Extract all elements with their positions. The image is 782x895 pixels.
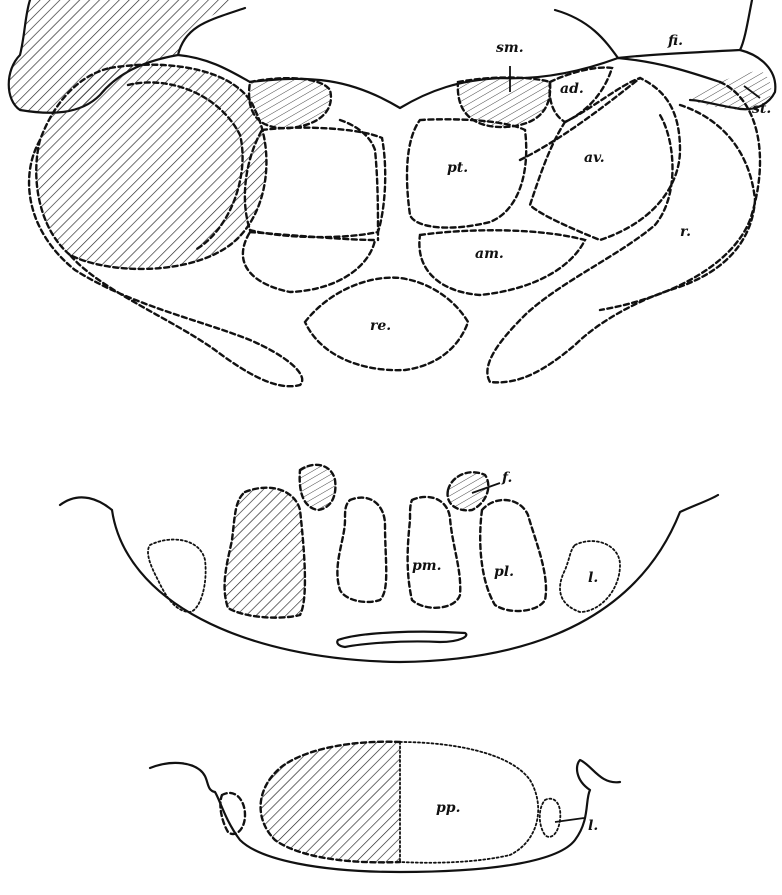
label-pm: pm. — [412, 558, 441, 574]
region-am-left — [243, 232, 375, 292]
label-av: av. — [584, 150, 605, 166]
middle-section: f. pm. pl. l. — [60, 465, 718, 662]
region-l-bottom — [540, 799, 561, 837]
hatched-cap-dorsal-left — [249, 78, 331, 128]
label-sm: sm. — [496, 40, 524, 56]
label-f: f. — [501, 470, 512, 486]
middle-outline — [60, 495, 718, 662]
hatched-region-middle — [225, 488, 305, 618]
region-r — [487, 105, 755, 382]
region-r-lateral — [600, 82, 760, 310]
region-pm — [408, 497, 461, 608]
hatched-lateral-mass — [36, 65, 266, 269]
region-pp-right — [400, 742, 538, 863]
midline-dash — [340, 120, 378, 240]
hatched-oval-f — [448, 472, 489, 510]
label-pl: pl. — [494, 564, 514, 580]
label-st: st. — [752, 101, 771, 117]
label-am: am. — [475, 246, 504, 262]
label-l-bottom: l. — [588, 818, 598, 834]
label-pp: pp. — [436, 800, 460, 816]
region-av — [530, 78, 680, 240]
label-pt: pt. — [447, 160, 468, 176]
label-fi: fi. — [667, 33, 683, 49]
region-pl — [480, 500, 546, 611]
label-l-middle: l. — [588, 570, 598, 586]
top-section: sm. fi. ad. st. pt. av. am. r. re. — [9, 0, 776, 386]
outline-cap-right — [555, 0, 752, 58]
region-l-left — [148, 540, 206, 612]
commissure — [337, 632, 466, 647]
bottom-section: pp. l. — [150, 742, 620, 872]
region-am — [419, 230, 585, 295]
label-ad: ad. — [560, 81, 584, 97]
label-re: re. — [370, 318, 391, 334]
label-r: r. — [680, 224, 691, 240]
region-column-left — [337, 498, 386, 602]
